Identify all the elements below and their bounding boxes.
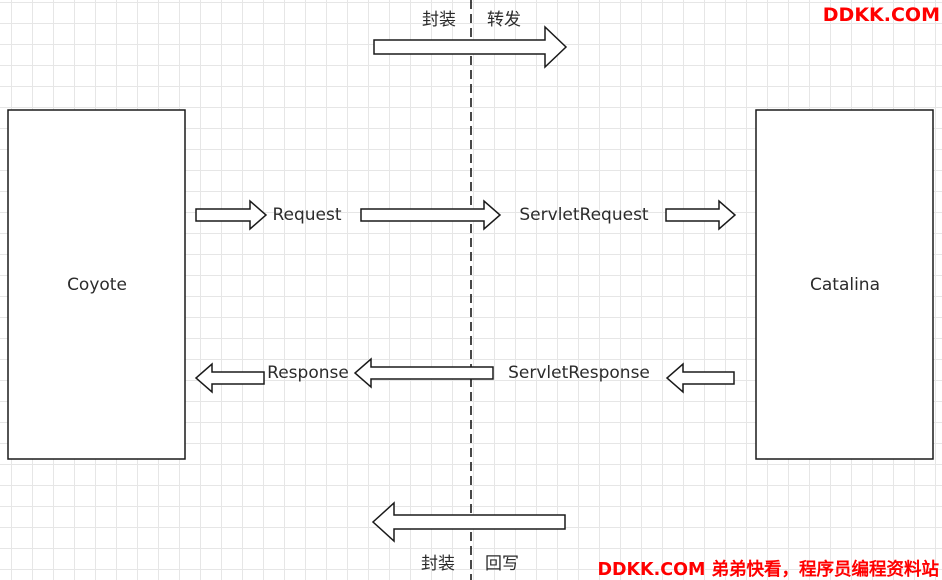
label-response: Response xyxy=(267,363,349,383)
request-arrow-2 xyxy=(360,199,502,231)
request-arrow-1 xyxy=(195,199,268,231)
label-bottom-writeback: 回写 xyxy=(485,554,519,574)
label-top-forward: 转发 xyxy=(487,10,521,30)
label-bottom-encapsulate: 封装 xyxy=(421,554,455,574)
label-top-encapsulate: 封装 xyxy=(422,10,456,30)
request-arrow-3 xyxy=(665,199,737,231)
catalina-label: Catalina xyxy=(810,275,880,295)
response-arrow-1 xyxy=(665,362,735,394)
response-arrow-3 xyxy=(194,362,265,394)
top-forward-arrow xyxy=(373,25,568,69)
watermark-top: DDKK.COM xyxy=(822,4,940,26)
watermark-bottom: DDKK.COM 弟弟快看，程序员编程资料站 xyxy=(597,560,939,580)
response-arrow-2 xyxy=(353,357,494,389)
coyote-label: Coyote xyxy=(67,275,127,295)
label-request: Request xyxy=(272,205,341,225)
bottom-writeback-arrow xyxy=(371,501,566,543)
coyote-box xyxy=(7,109,186,460)
label-servlet-request: ServletRequest xyxy=(519,205,649,225)
catalina-box xyxy=(755,109,934,460)
label-servlet-response: ServletResponse xyxy=(508,363,650,383)
